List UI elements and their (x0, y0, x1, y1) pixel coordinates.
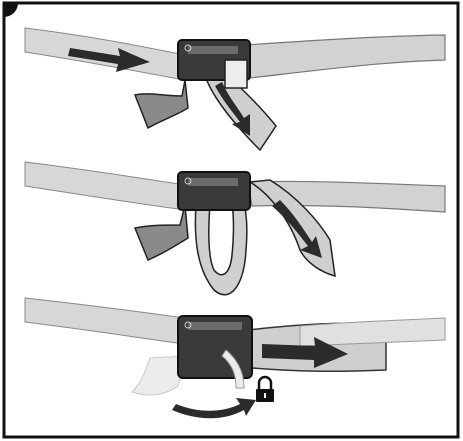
ghost-strap (131, 355, 187, 396)
arrow-down-right-icon (272, 200, 322, 258)
buckle-rivet (184, 177, 192, 185)
lock-icon (256, 375, 274, 402)
buckle-slot (224, 59, 248, 89)
curved-arrow-icon (172, 398, 256, 419)
strap-right-back (299, 317, 446, 347)
step-badge-corner (4, 3, 18, 17)
strap-end-dark (133, 204, 189, 261)
buckle-highlight (188, 178, 238, 186)
strap-right (244, 34, 446, 79)
step-2 (24, 161, 446, 296)
buckle-flap-ghost (221, 349, 245, 389)
arrow-right-icon (68, 48, 150, 72)
arrow-down-icon (215, 82, 250, 136)
arrow-right-icon (262, 337, 348, 368)
buckle-rivet (184, 44, 192, 52)
step-1 (24, 27, 446, 152)
buckle-highlight (188, 322, 242, 330)
buckle-rivet (184, 321, 192, 329)
step-3 (24, 297, 446, 419)
buckle-highlight (188, 46, 238, 54)
strap-end-dark (133, 79, 189, 130)
